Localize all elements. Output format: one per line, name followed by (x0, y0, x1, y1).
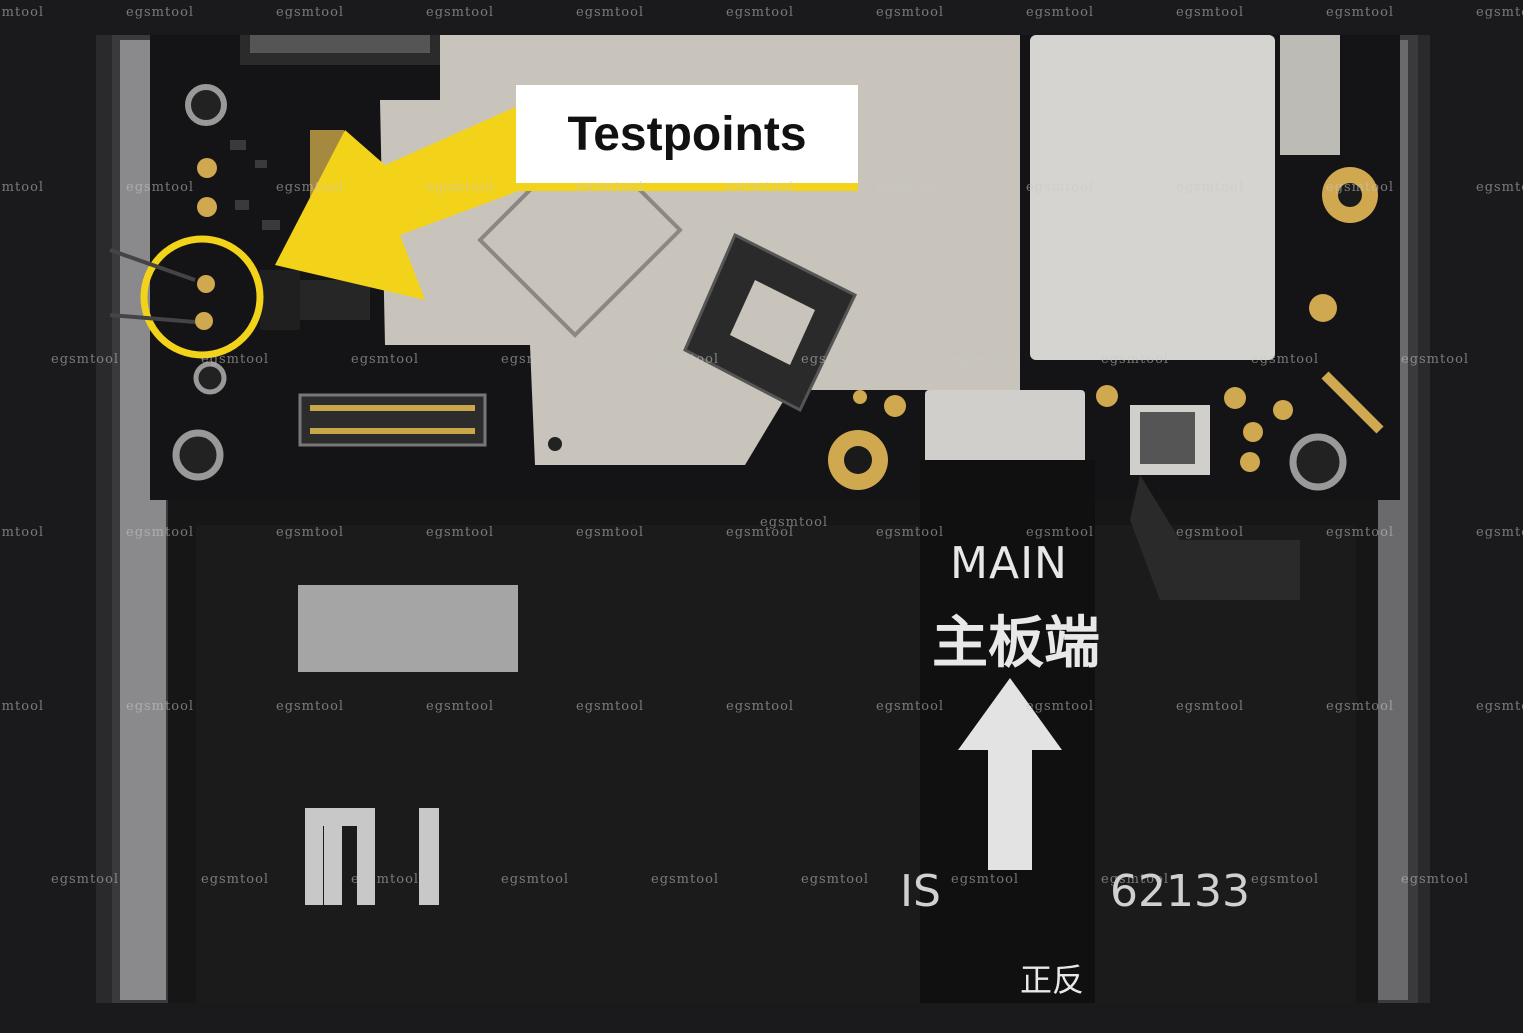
watermark: egsmtool (876, 525, 945, 540)
watermark: egsmtool (876, 699, 945, 714)
watermark: egsmtool (51, 872, 120, 887)
watermark: egsmtool (951, 872, 1020, 887)
watermark: egsmtool (801, 872, 870, 887)
watermark: egsmtool (801, 352, 870, 367)
watermark: egsmtool (1026, 180, 1095, 195)
flex-connector (925, 390, 1085, 465)
watermark: egsmtool (1251, 352, 1320, 367)
watermark: egsmtool (1476, 5, 1523, 20)
watermark: egsmtool (876, 5, 945, 20)
watermark: egsmtool (1326, 525, 1395, 540)
callout-arrow (275, 105, 535, 300)
watermark: egsmtool (276, 180, 345, 195)
watermark: egsmtool (1101, 352, 1170, 367)
flex-label-bottom: 正反 (1020, 961, 1085, 999)
watermark: egsmtool (651, 872, 720, 887)
watermark: egsmtool (0, 699, 45, 714)
watermark: egsmtool (1026, 699, 1095, 714)
watermark: egsmtool (1476, 525, 1523, 540)
up-arrow (958, 678, 1062, 870)
flex-label-main: MAIN (950, 538, 1068, 589)
watermark: egsmtool (276, 699, 345, 714)
flex-label-board-end: 主板端 (932, 611, 1100, 676)
watermark: egsmtool (1026, 525, 1095, 540)
watermark: egsmtool (1176, 180, 1245, 195)
watermark: egsmtool (126, 180, 195, 195)
watermark: egsmtool (1101, 872, 1170, 887)
watermark: egsmtool (276, 5, 345, 20)
watermark: egsmtool (201, 872, 270, 887)
right-shield (1030, 35, 1275, 360)
battery-label-patch (298, 585, 518, 672)
watermark: egsmtool (1326, 180, 1395, 195)
watermark: egsmtool (1026, 5, 1095, 20)
battery-serial: 62133 (1110, 866, 1250, 917)
watermark: egsmtool (726, 525, 795, 540)
watermark: egsmtool (1476, 180, 1523, 195)
watermark: egsmtool (426, 180, 495, 195)
watermark: egsmtool (576, 5, 645, 20)
testpoints-label: Testpoints (567, 107, 807, 161)
watermark: egsmtool (1326, 5, 1395, 20)
watermark: egsmtool (576, 525, 645, 540)
testpoint-pad-2 (195, 312, 213, 330)
watermark: egsmtool (126, 5, 195, 20)
battery-text-left: IS (900, 866, 941, 917)
board-connector (298, 393, 487, 447)
watermark: egsmtool (1176, 5, 1245, 20)
testpoint-highlight-circle (140, 235, 264, 359)
watermark: egsmtool (726, 180, 795, 195)
watermark: egsmtool (126, 525, 195, 540)
watermark: egsmtool (726, 5, 795, 20)
watermark: egsmtool (1176, 525, 1245, 540)
watermark: egsmtool (276, 525, 345, 540)
mi-logo (305, 808, 439, 905)
watermark: egsmtool (1401, 872, 1470, 887)
watermark: egsmtool (501, 872, 570, 887)
watermark: egsmtool (426, 5, 495, 20)
watermark: egsmtool (651, 352, 720, 367)
watermark: egsmtool (1326, 699, 1395, 714)
watermark: egsmtool (726, 699, 795, 714)
testpoint-pad-1 (197, 275, 215, 293)
testpoints-callout: Testpoints (516, 85, 858, 191)
watermark: egsmtool (1476, 699, 1523, 714)
watermark: egsmtool (501, 352, 570, 367)
watermark: egsmtool (760, 515, 829, 530)
watermark: egsmtool (576, 180, 645, 195)
watermark: egsmtool (351, 352, 420, 367)
watermark: egsmtool (426, 699, 495, 714)
watermark: egsmtool (951, 352, 1020, 367)
watermark: egsmtool (201, 352, 270, 367)
watermark: egsmtool (426, 525, 495, 540)
watermark: egsmtool (876, 180, 945, 195)
watermark: egsmtool (0, 5, 45, 20)
watermark: egsmtool (1176, 699, 1245, 714)
watermark: egsmtool (576, 699, 645, 714)
watermark: egsmtool (0, 525, 45, 540)
watermark: egsmtool (351, 872, 420, 887)
watermark: egsmtool (0, 180, 45, 195)
watermark: egsmtool (126, 699, 195, 714)
watermark: egsmtool (51, 352, 120, 367)
watermark: egsmtool (1251, 872, 1320, 887)
watermark: egsmtool (1401, 352, 1470, 367)
